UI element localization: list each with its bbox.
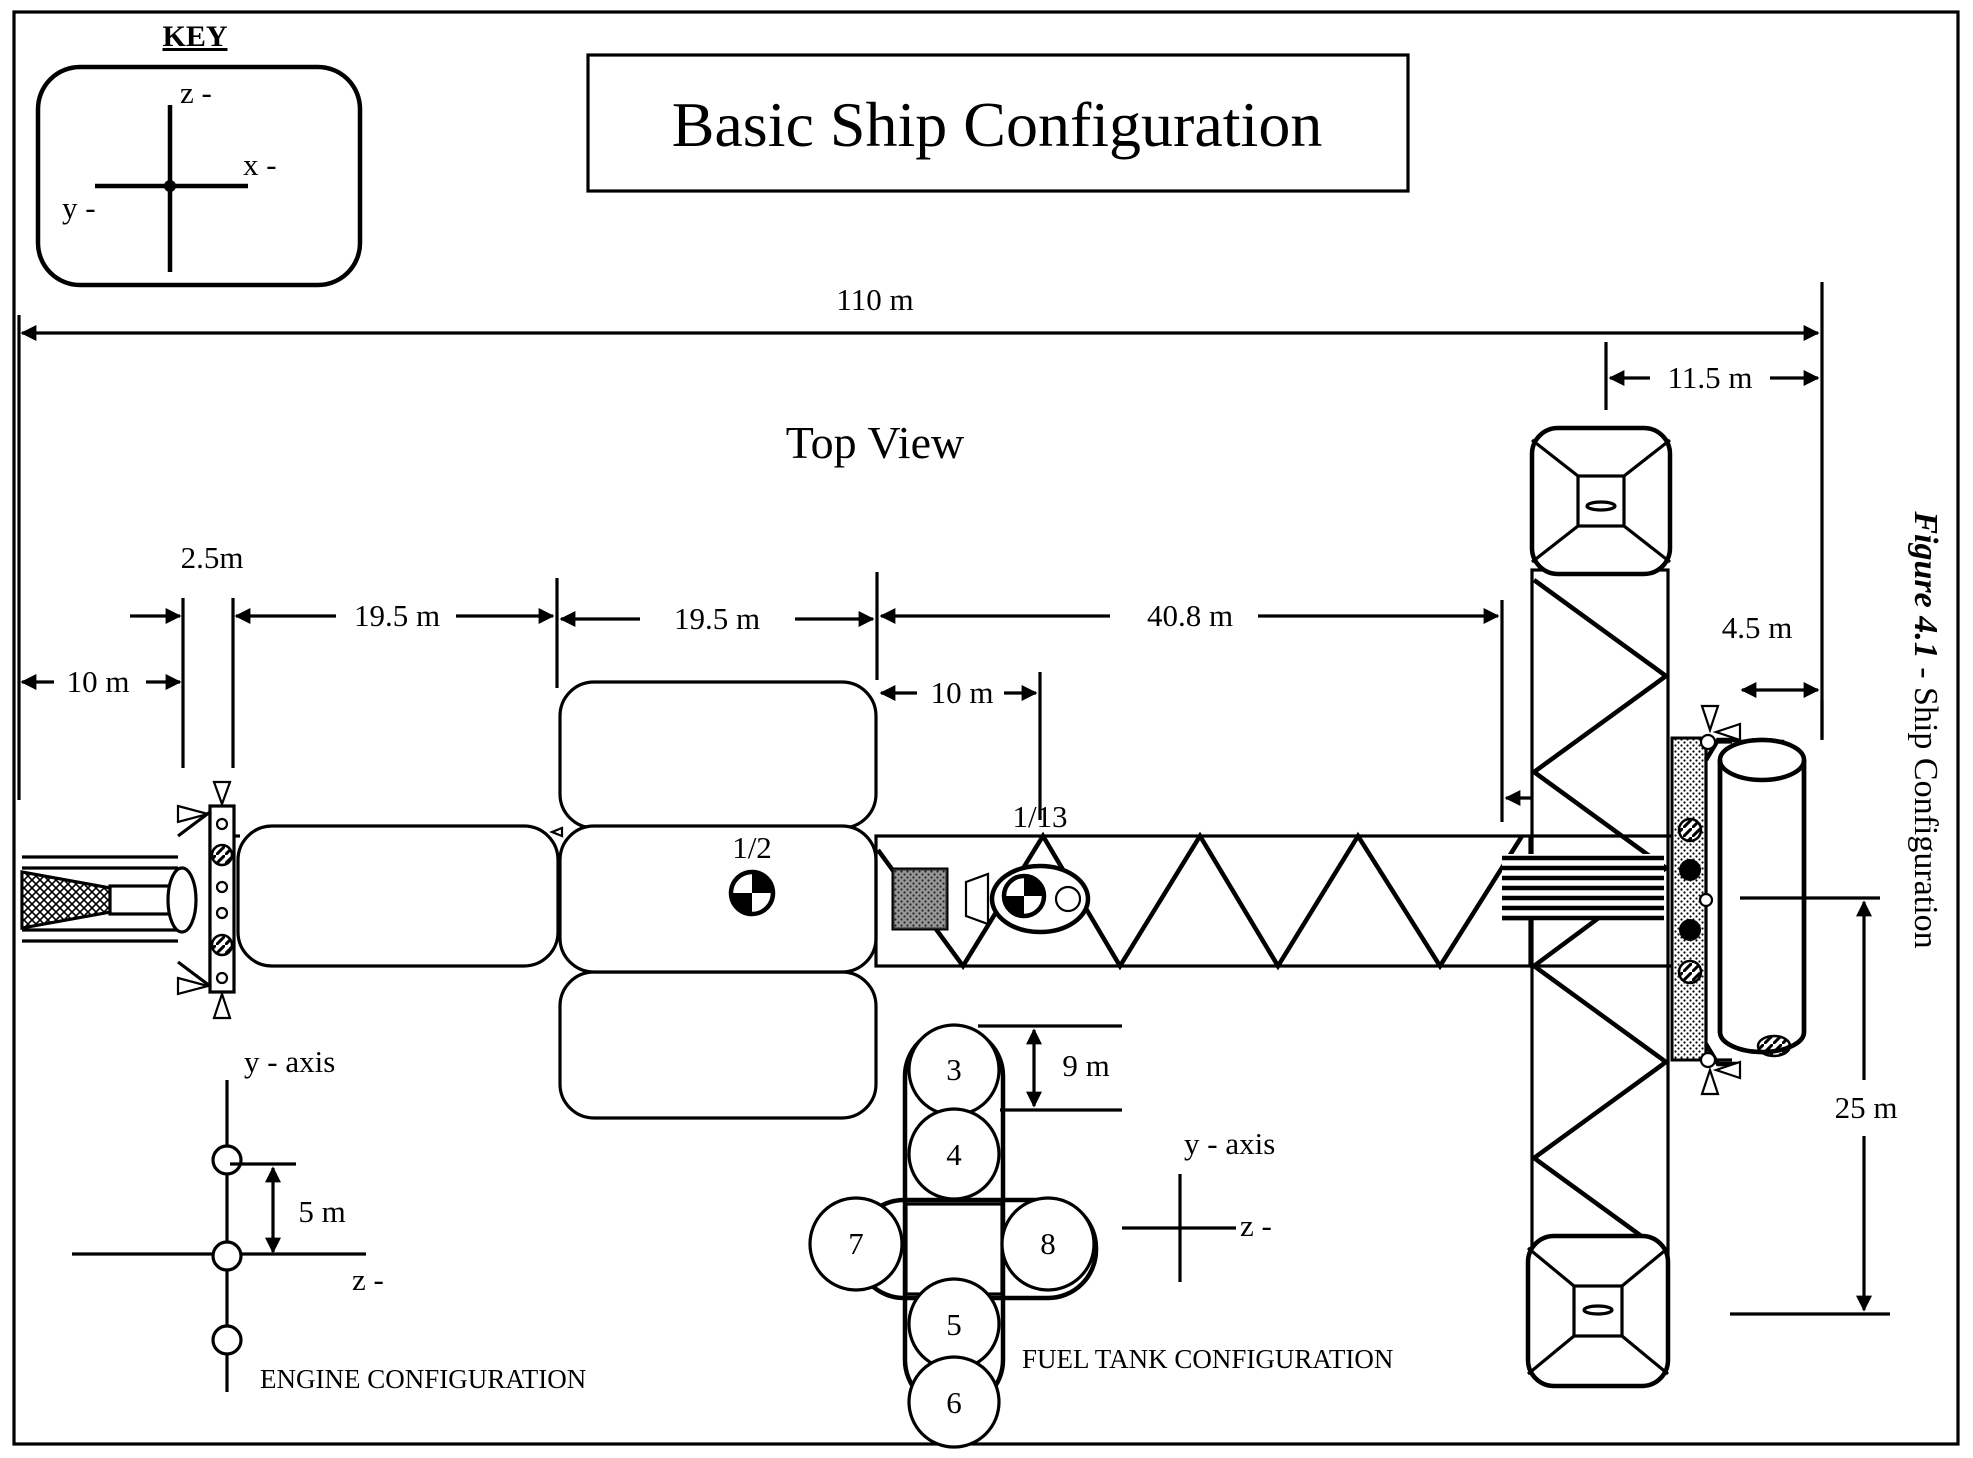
engine-spacing-label: 5 m	[298, 1194, 345, 1229]
fuel-tank-3-label: 3	[946, 1052, 962, 1087]
fuel-tank-section-1	[236, 824, 560, 968]
fuel-tank-7-label: 7	[848, 1226, 864, 1261]
title-box	[586, 53, 1410, 193]
tank-section-1-label: 19.5 m	[354, 598, 440, 633]
cm-marker-1-label: 1/2	[732, 830, 772, 865]
habitat-truss	[1502, 568, 1672, 1262]
station-dimensions: 2.5m 10 m 19.5 m 19.5 m 40.8 m 10 m 4.5 …	[20, 540, 1824, 822]
engine-position-2	[211, 1240, 243, 1272]
cm-marker-2-label: 1/13	[1012, 799, 1067, 834]
cg-offset-label: 10 m	[931, 675, 994, 710]
fuel-tank-7: 7	[808, 1196, 904, 1292]
engine-configuration: y - axis z - 5 m ENGINE CONFIGURATION	[72, 1044, 586, 1394]
key-x-label: x -	[243, 147, 277, 182]
figure-number: Figure 4.1	[1907, 510, 1944, 658]
key-box	[35, 64, 363, 288]
figure-caption-separator: -	[1907, 659, 1944, 687]
key-legend: KEY z - x - y -	[35, 20, 363, 288]
fuel-config-y-axis: y - axis	[1184, 1126, 1275, 1161]
habitat-offset-dimension: 11.5 m	[1604, 342, 1820, 410]
fuel-tank-8-label: 8	[1040, 1226, 1056, 1261]
hab-cylinder-label: 4.5 m	[1722, 610, 1793, 645]
fuel-tank-section-2-top	[558, 680, 878, 830]
view-label: Top View	[786, 417, 965, 468]
fuel-tank-3: 3	[907, 1023, 1001, 1117]
habitat-module-bottom	[1525, 1233, 1671, 1389]
habitat-span-label: 25 m	[1835, 1090, 1898, 1125]
fuel-tank-6: 6	[907, 1355, 1001, 1449]
engine-config-caption: ENGINE CONFIGURATION	[260, 1364, 586, 1394]
habitat-span-dimension: 25 m	[1730, 896, 1898, 1316]
figure-caption: Figure 4.1 - Ship Configuration	[1907, 510, 1944, 948]
tank-section-2-label: 19.5 m	[674, 601, 760, 636]
docking-assembly	[1670, 704, 1807, 1096]
engine-assembly	[20, 780, 236, 1020]
key-z-label: z -	[180, 75, 212, 110]
key-heading: KEY	[162, 20, 227, 53]
engine-setback-label: 10 m	[67, 664, 130, 699]
engine-config-z-axis: z -	[352, 1262, 384, 1297]
page-frame	[12, 10, 1960, 1446]
fuel-tank-configuration: 3 4 5 6 7 8 9 m y - axis z -	[808, 1023, 1393, 1449]
truss-length-label: 40.8 m	[1147, 598, 1233, 633]
habitat-offset-label: 11.5 m	[1668, 360, 1753, 395]
engine-position-1	[211, 1144, 243, 1176]
tank-diameter-label: 9 m	[1062, 1048, 1109, 1083]
fuel-tank-4-label: 4	[946, 1137, 962, 1172]
habitat-module-top	[1529, 425, 1673, 577]
key-y-label: y -	[62, 190, 96, 225]
fuel-tank-8: 8	[1000, 1196, 1096, 1292]
center-of-mass-marker-1: 1/2	[728, 830, 776, 917]
page-title: Basic Ship Configuration	[672, 89, 1323, 160]
ship-top-view: 1/2 1/13	[20, 425, 1898, 1389]
fuel-tank-section-2-middle	[558, 824, 878, 974]
fuel-tank-section-2-bottom	[558, 970, 878, 1120]
engine-position-3	[211, 1324, 243, 1356]
overall-length-dimension: 110 m	[17, 282, 1824, 800]
fuel-tank-6-label: 6	[946, 1385, 962, 1420]
key-origin-dot	[164, 180, 176, 192]
overall-length-label: 110 m	[836, 282, 913, 317]
engine-mount-label: 2.5m	[181, 540, 244, 575]
fuel-config-z-axis: z -	[1240, 1208, 1272, 1243]
figure-caption-text: Ship Configuration	[1907, 687, 1944, 949]
fuel-tank-4: 4	[907, 1107, 1001, 1201]
engine-config-y-axis: y - axis	[244, 1044, 335, 1079]
fuel-tank-5-label: 5	[946, 1307, 962, 1342]
fuel-config-caption: FUEL TANK CONFIGURATION	[1022, 1344, 1393, 1374]
